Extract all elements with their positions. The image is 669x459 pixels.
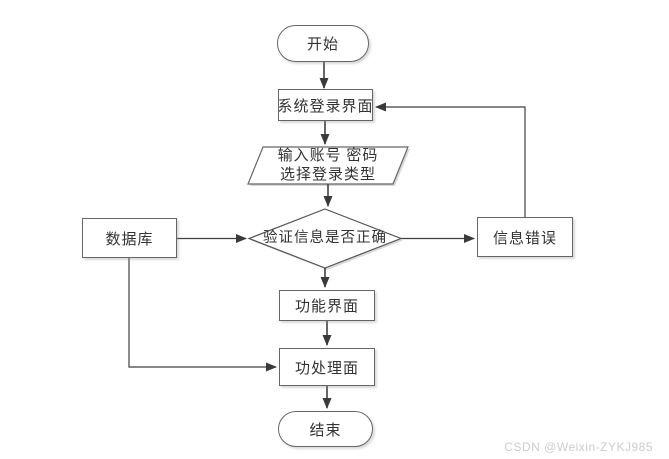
node-error: 信息错误 bbox=[477, 217, 573, 257]
node-database-label: 数据库 bbox=[105, 231, 154, 248]
node-function-ui: 功能界面 bbox=[279, 290, 375, 321]
decision-shape bbox=[247, 208, 403, 269]
node-login: 系统登录界面 bbox=[278, 89, 373, 121]
node-process-ui: 功处理面 bbox=[279, 348, 375, 386]
node-end-label: 结束 bbox=[309, 422, 342, 439]
node-error-label: 信息错误 bbox=[492, 230, 557, 247]
node-login-label: 系统登录界面 bbox=[277, 98, 374, 115]
node-function-ui-label: 功能界面 bbox=[294, 299, 359, 315]
node-database: 数据库 bbox=[82, 218, 177, 258]
node-start: 开始 bbox=[277, 25, 369, 62]
node-process-ui-label: 功处理面 bbox=[294, 360, 359, 377]
edge-database-process bbox=[128, 258, 277, 372]
node-end: 结束 bbox=[278, 411, 373, 447]
node-start-label: 开始 bbox=[306, 37, 339, 53]
watermark: CSDN @Weixin-ZYKJ985 bbox=[504, 440, 653, 454]
io-shape bbox=[247, 146, 409, 185]
edge-error-login bbox=[375, 102, 526, 217]
